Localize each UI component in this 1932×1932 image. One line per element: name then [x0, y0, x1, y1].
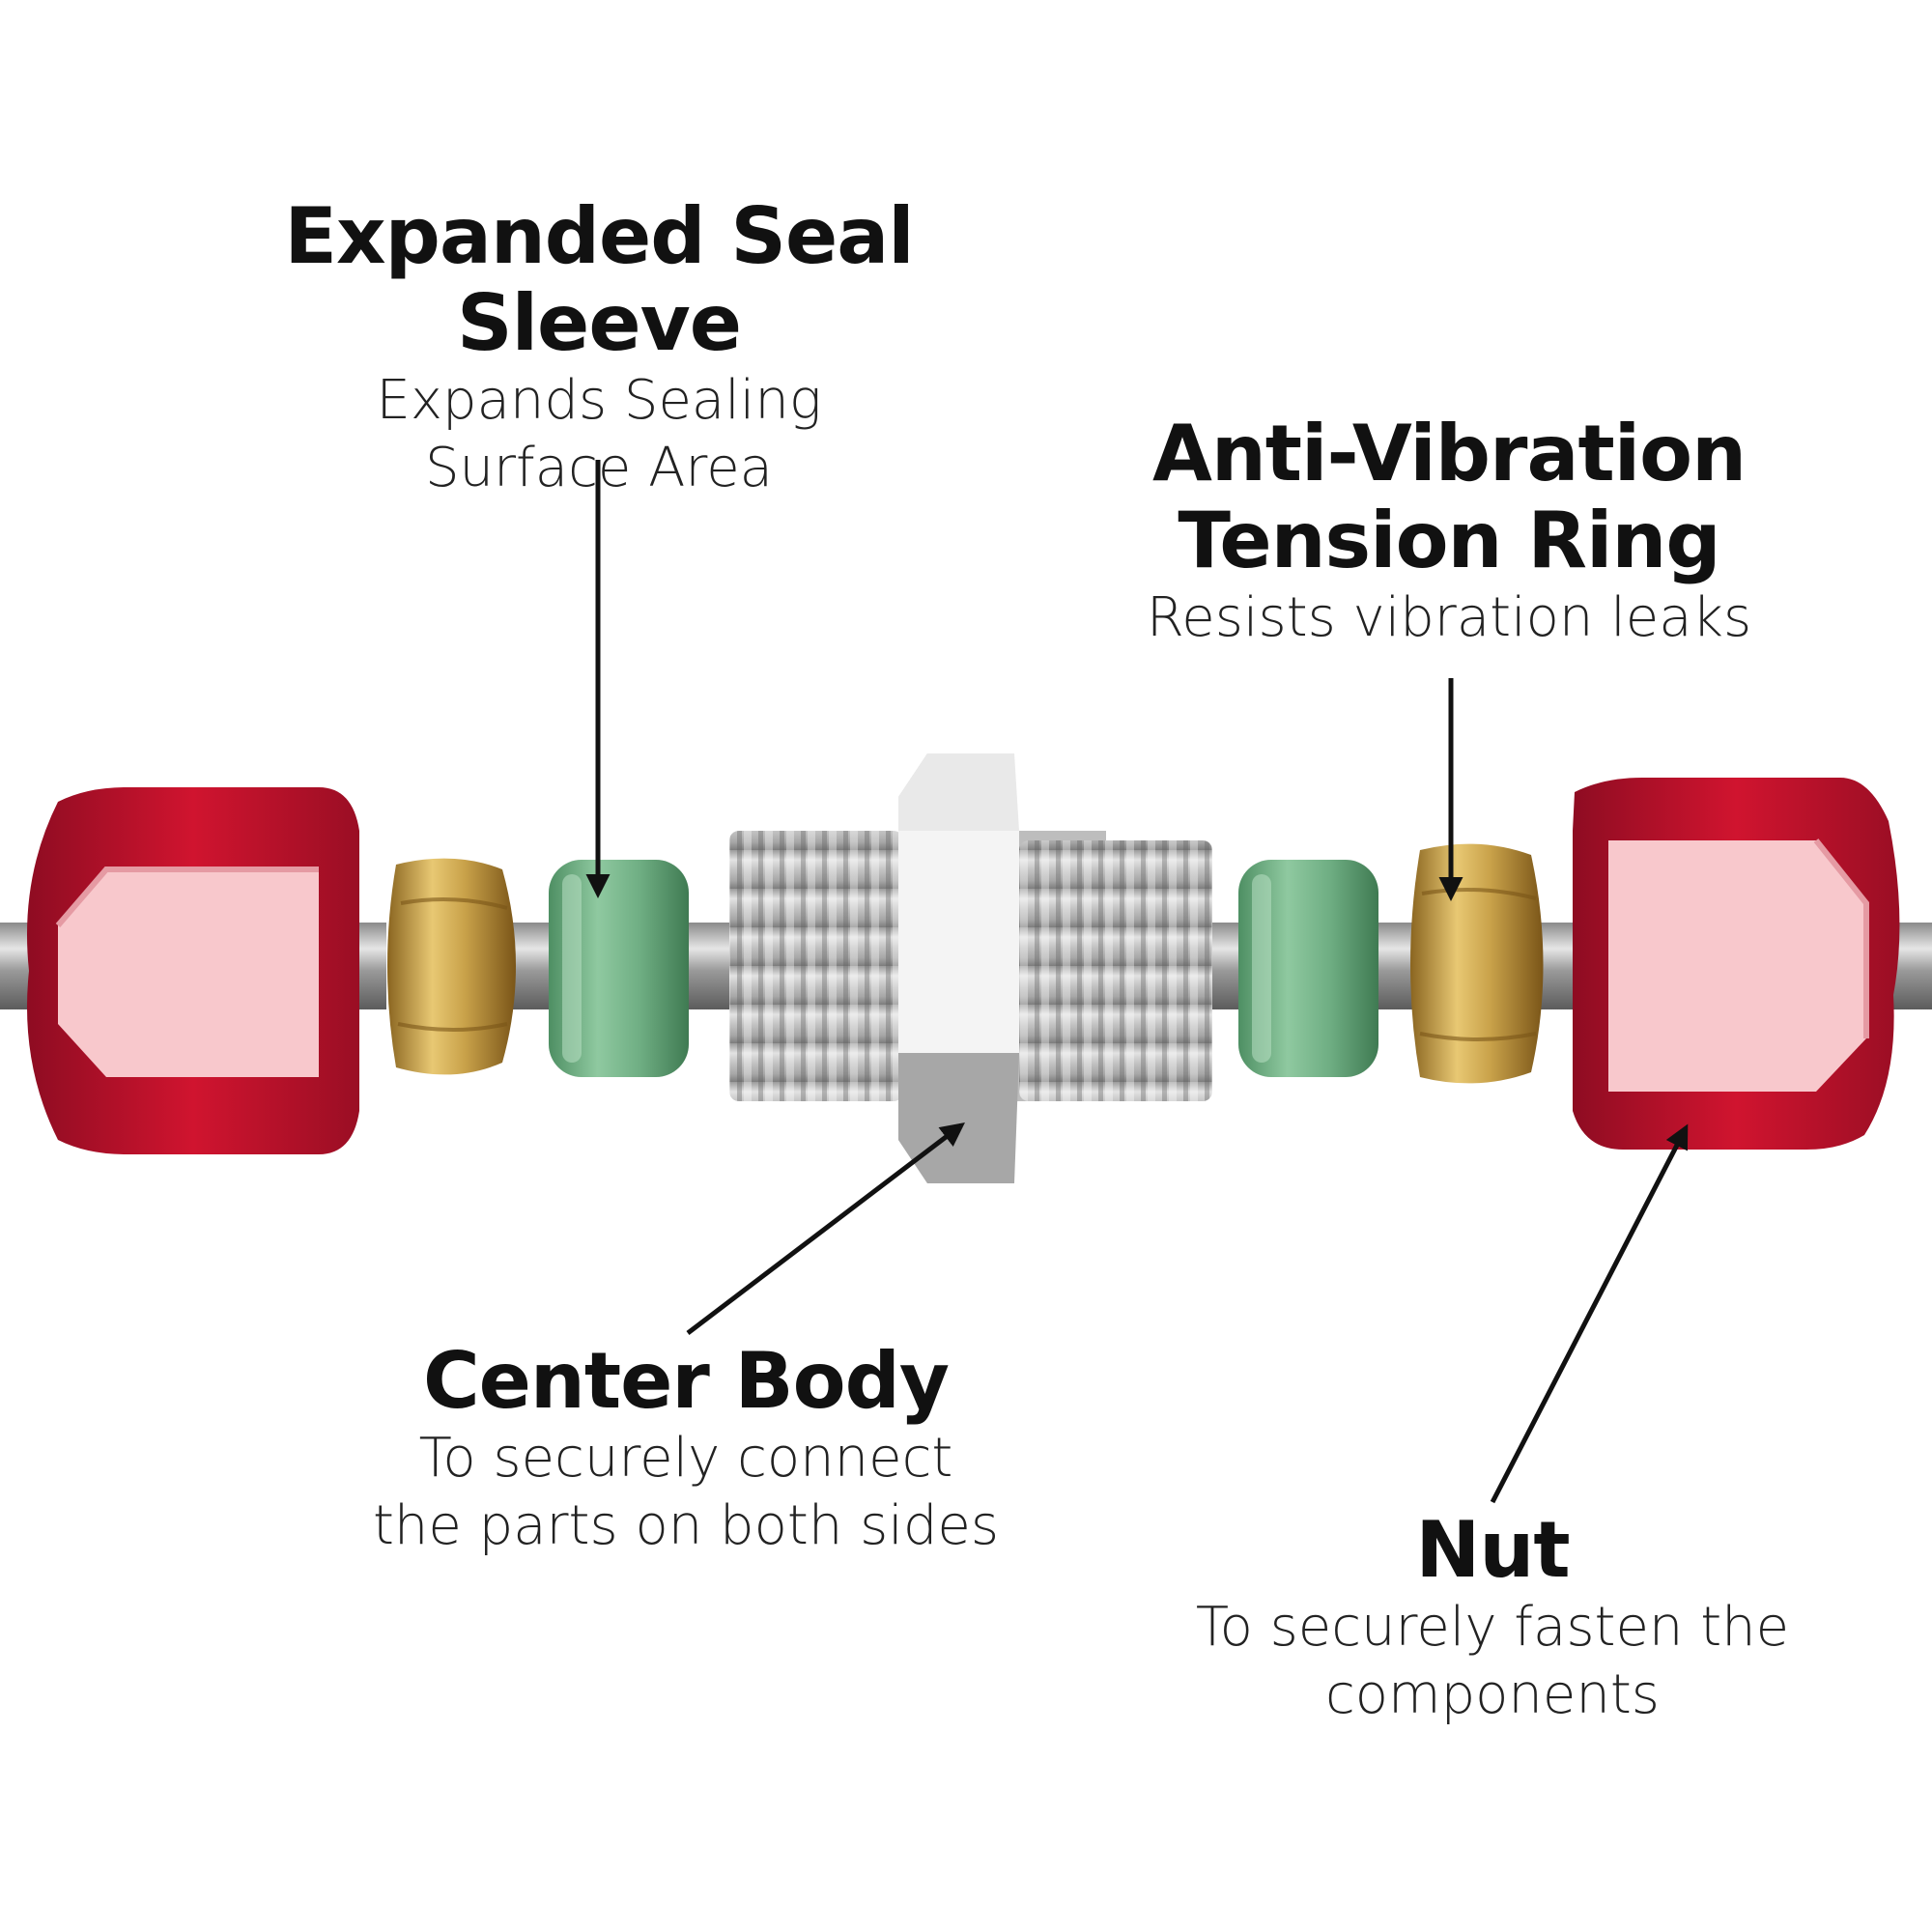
nut-desc-line2: components	[1325, 1663, 1660, 1726]
label-center-body: Center Body To securely connect the part…	[319, 1338, 1053, 1560]
label-nut: Nut To securely fasten the components	[1140, 1507, 1845, 1729]
label-seal-sleeve: Expanded Seal Sleeve Expands Sealing Sur…	[145, 193, 1053, 502]
right-seal-sleeve	[1238, 860, 1378, 1077]
center-body	[729, 753, 1212, 1183]
center-body-title: Center Body	[422, 1336, 950, 1426]
right-nut	[1573, 778, 1900, 1150]
nut-desc-line1: To securely fasten the	[1195, 1596, 1790, 1659]
seal-sleeve-title: Expanded Seal Sleeve	[284, 191, 914, 368]
seal-sleeve-desc-line2: Surface Area	[424, 437, 773, 499]
center-body-desc-line2: the parts on both sides	[372, 1494, 1000, 1557]
tension-ring-title-line2: Tension Ring	[1178, 496, 1720, 585]
right-tension-ring	[1410, 843, 1544, 1084]
left-tension-ring	[387, 858, 516, 1075]
label-tension-ring: Anti-Vibration Tension Ring Resists vibr…	[1111, 411, 1787, 652]
seal-sleeve-desc-line1: Expands Sealing	[376, 369, 822, 432]
center-body-desc-line1: To securely connect	[418, 1427, 953, 1490]
tension-ring-desc: Resists vibration leaks	[1146, 586, 1752, 649]
left-seal-sleeve	[549, 860, 689, 1077]
nut-title: Nut	[1415, 1505, 1570, 1595]
arrow-nut	[1490, 1123, 1689, 1504]
tension-ring-title-line1: Anti-Vibration	[1151, 409, 1747, 498]
arrow-center-body	[686, 1122, 965, 1335]
left-nut	[27, 787, 359, 1154]
